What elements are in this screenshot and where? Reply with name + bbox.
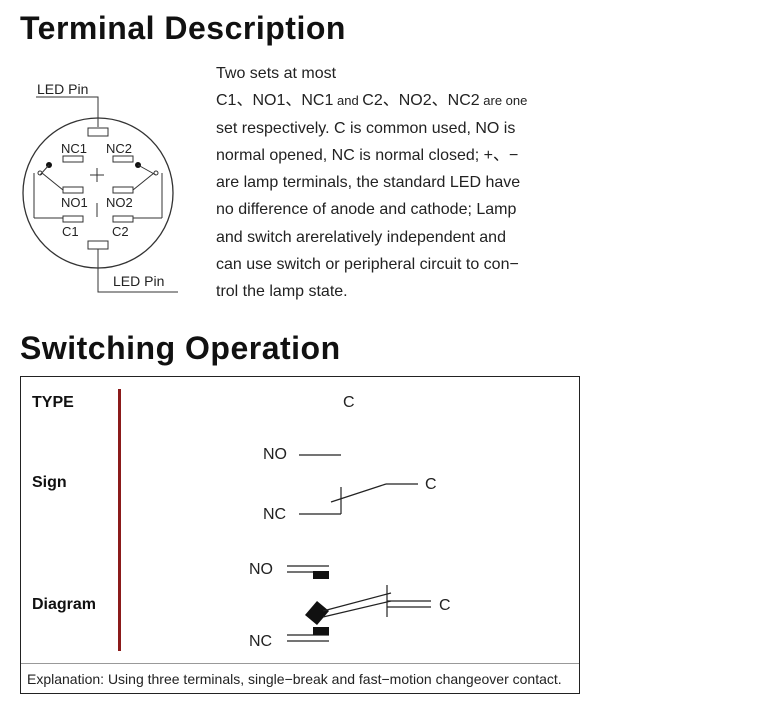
type-row-label: TYPE <box>32 394 74 411</box>
diagram-c-label: C <box>439 597 451 614</box>
diagram-symbol <box>287 565 431 642</box>
description-line: are lamp terminals, the standard LED hav… <box>216 174 521 192</box>
sign-no-label: NO <box>263 446 287 463</box>
no1-label: NO1 <box>61 195 88 210</box>
description-fragment: C2、NO2、NC2 <box>362 92 480 110</box>
description-line: and switch arerelatively independent and <box>216 228 506 246</box>
led-pin-top-label: LED Pin <box>37 81 89 97</box>
switching-operation-table: TYPE Sign Diagram C NO NC C NO NC C Expl… <box>20 376 580 694</box>
explanation-text: Explanation: Using three terminals, sing… <box>27 671 562 687</box>
nc2-label: NC2 <box>106 141 133 156</box>
description-line: Two sets at most <box>216 65 337 82</box>
diagram-row-label: Diagram <box>32 596 97 613</box>
description-line: trol the lamp state. <box>216 283 348 301</box>
column-divider <box>118 389 121 651</box>
sign-c-label: C <box>425 476 437 493</box>
description-fragment: are one <box>479 93 528 109</box>
no2-label: NO2 <box>106 195 133 210</box>
sign-nc-label: NC <box>263 506 287 523</box>
sign-symbol <box>299 454 418 515</box>
description-line: C1、NO1、NC1 and C2、NO2、NC2 are one <box>216 87 586 114</box>
sign-row-label: Sign <box>32 474 67 491</box>
c2-label: C2 <box>112 224 129 239</box>
explanation-row: Explanation: Using three terminals, sing… <box>21 663 579 694</box>
description-fragment: and <box>333 93 363 109</box>
description-line: normal opened, NC is normal closed; +、− <box>216 146 519 164</box>
description-line: can use switch or peripheral circuit to … <box>216 256 519 274</box>
terminal-pinout-diagram <box>22 96 178 293</box>
led-pin-bottom-label: LED Pin <box>113 273 165 289</box>
terminal-description-text: Two sets at most C1、NO1、NC1 and C2、NO2、N… <box>216 60 586 306</box>
nc1-label: NC1 <box>61 141 88 156</box>
description-fragment: C1、NO1、NC1 <box>216 92 334 110</box>
c1-label: C1 <box>62 224 79 239</box>
description-line: no difference of anode and cathode; Lamp <box>216 201 517 219</box>
switching-operation-heading: Switching Operation <box>20 330 341 366</box>
type-value: C <box>343 394 355 411</box>
description-line: set respectively. C is common used, NO i… <box>216 119 516 137</box>
terminal-description-heading: Terminal Description <box>20 10 346 46</box>
diagram-no-label: NO <box>249 561 273 578</box>
diagram-nc-label: NC <box>249 633 273 650</box>
